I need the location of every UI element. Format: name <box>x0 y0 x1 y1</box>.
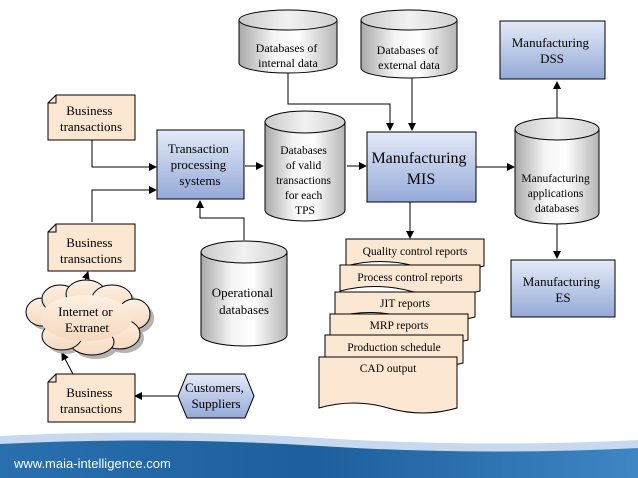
mfg-mis-box: Manufacturing MIS <box>366 131 477 203</box>
db-internal-label-2: internal data <box>258 56 318 70</box>
operational-db-label-2: databases <box>219 302 269 317</box>
biz-tx-bottom-label-2: transactions <box>60 401 122 416</box>
mfg-app-db-label-1: Manufacturing <box>521 173 590 185</box>
tps-label-3: systems <box>179 173 220 188</box>
mfg-es-label-2: ES <box>555 290 570 305</box>
arrow-opdb-to-tps <box>196 200 245 240</box>
report-quality-control-label: Quality control reports <box>363 246 468 258</box>
mfg-dss-label-1: Manufacturing <box>512 35 590 50</box>
mfg-dss-box: Manufacturing DSS <box>499 20 606 80</box>
svg-text:Operational databases: Operational databases <box>212 285 277 317</box>
operational-db-label-1: Operational <box>212 285 274 300</box>
mfg-app-db-label-2: applications <box>528 188 584 200</box>
report-process-control-label: Process control reports <box>357 272 463 284</box>
mfg-es-label-1: Manufacturing <box>523 274 601 289</box>
svg-text:Quality control reports: Quality control reports <box>363 246 468 258</box>
mfg-dss-label-2: DSS <box>540 51 564 66</box>
internet-label-1: Internet or <box>58 304 113 319</box>
svg-text:Manufacturing ES: Manufacturing ES <box>523 274 604 305</box>
db-external-label-2: external data <box>378 58 440 72</box>
svg-text:Production schedule: Production schedule <box>347 342 441 354</box>
biz-tx-bottom-doc: Business transactions <box>47 373 136 423</box>
svg-text:Business transactions: Business transactions <box>60 385 122 416</box>
db-valid-label-5: TPS <box>295 205 315 217</box>
svg-text:Process control reports: Process control reports <box>357 272 463 284</box>
svg-text:Manufacturing MIS: Manufacturing MIS <box>371 150 470 188</box>
svg-text:Manufacturing applicatio: Manufacturing applications databases <box>521 173 592 215</box>
db-internal-cylinder: Databases of internal data <box>238 9 338 74</box>
report-stack: Quality control reports Process control … <box>318 238 485 414</box>
arrow-biztx-top-to-tps <box>91 140 157 171</box>
mfg-mis-label-1: Manufacturing <box>371 150 466 167</box>
svg-text:Databases of internal da: Databases of internal data <box>256 41 321 70</box>
svg-text:Internet or Extranet: Internet or Extranet <box>58 304 116 335</box>
customers-hexagon: Customers, Suppliers <box>177 373 255 419</box>
svg-text:Manufacturing DSS: Manufacturing DSS <box>512 35 593 66</box>
svg-text:Transaction processing: Transaction processing systems <box>168 141 232 188</box>
tps-box: Transaction processing systems <box>156 129 245 200</box>
report-jit-label: JIT reports <box>380 298 430 310</box>
biz-tx-bottom-label-1: Business <box>66 385 112 400</box>
db-valid-label-4: for each <box>285 190 323 202</box>
report-mrp-label: MRP reports <box>370 320 429 332</box>
db-external-label-1: Databases of <box>377 43 439 57</box>
footer-url[interactable]: www.maia-intelligence.com <box>13 456 171 471</box>
operational-db-cylinder: Operational databases <box>200 240 288 347</box>
db-valid-label-2: of valid <box>286 160 322 172</box>
tps-label-1: Transaction <box>168 141 229 156</box>
db-external-cylinder: Databases of external data <box>360 9 458 79</box>
mfg-app-db-label-3: databases <box>535 203 580 215</box>
arrow-biztx-mid-to-tps <box>91 186 157 222</box>
svg-text:Business transactions: Business transactions <box>60 103 122 134</box>
svg-text:Databases of external da: Databases of external data <box>377 43 442 72</box>
svg-text:Customers, Suppliers: Customers, Suppliers <box>185 380 247 411</box>
db-valid-label-3: transactions <box>276 175 331 187</box>
report-cad-output: CAD output <box>318 356 458 414</box>
customers-label-1: Customers, <box>185 380 244 395</box>
svg-text:Business transactions: Business transactions <box>60 235 122 266</box>
biz-tx-top-label-1: Business <box>66 103 112 118</box>
footer-band: www.maia-intelligence.com <box>0 432 638 478</box>
report-cad-output-label: CAD output <box>360 363 417 375</box>
report-process-control: Process control reports <box>339 264 481 296</box>
biz-tx-mid-label-1: Business <box>66 235 112 250</box>
biz-tx-mid-doc: Business transactions <box>47 223 136 272</box>
db-valid-label-1: Databases <box>280 145 327 157</box>
svg-text:JIT reports: JIT reports <box>380 298 430 310</box>
internet-label-2: Extranet <box>65 320 109 335</box>
arrow-internal-to-mis <box>287 73 394 131</box>
db-valid-cylinder: Databases of valid transactions for each… <box>264 110 346 222</box>
customers-label-2: Suppliers <box>191 396 240 411</box>
biz-tx-mid-label-2: transactions <box>60 251 122 266</box>
svg-text:MRP reports: MRP reports <box>370 320 429 332</box>
mfg-app-db-cylinder: Manufacturing applications databases <box>514 117 600 225</box>
tps-label-2: processing <box>171 157 227 172</box>
biz-tx-top-label-2: transactions <box>60 119 122 134</box>
svg-text:CAD output: CAD output <box>360 363 417 375</box>
db-internal-label-1: Databases of <box>256 41 318 55</box>
internet-cloud: Internet or Extranet <box>25 279 154 359</box>
svg-text:Databases of valid: Databases of valid transactions for each… <box>276 145 334 217</box>
biz-tx-top-doc: Business transactions <box>47 94 136 141</box>
mfg-mis-label-2: MIS <box>407 171 435 188</box>
report-production-schedule-label: Production schedule <box>347 342 441 354</box>
mfg-es-box: Manufacturing ES <box>510 259 616 318</box>
